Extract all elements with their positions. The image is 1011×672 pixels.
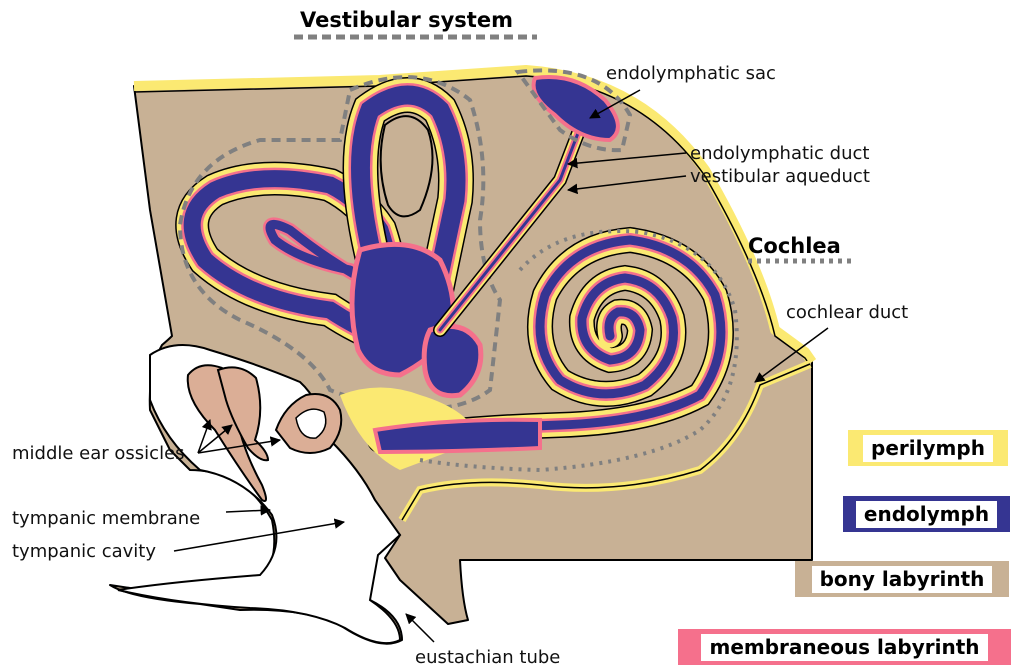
- arrow-tympanic-membrane: [226, 510, 270, 512]
- vestibular-system-title: Vestibular system: [300, 8, 513, 32]
- arrow-eustachian-tube: [406, 614, 434, 642]
- label-endolymphatic-sac: endolymphatic sac: [606, 63, 776, 84]
- saccule: [424, 326, 481, 395]
- legend-perilymph: perilymph: [848, 430, 1008, 466]
- label-endolymphatic-duct: endolymphatic duct: [690, 143, 869, 164]
- label-cochlear-duct: cochlear duct: [786, 302, 908, 323]
- label-middle-ear-ossicles: middle ear ossicles: [12, 443, 185, 464]
- legend-endolymph: endolymph: [843, 496, 1010, 532]
- legend-bony-labyrinth-label: bony labyrinth: [812, 566, 993, 593]
- legend-bony-labyrinth: bony labyrinth: [795, 561, 1009, 597]
- label-eustachian-tube: eustachian tube: [415, 647, 560, 668]
- legend-membraneous-labyrinth: membraneous labyrinth: [678, 629, 1011, 665]
- label-tympanic-cavity: tympanic cavity: [12, 541, 156, 562]
- cochlea-title: Cochlea: [748, 234, 841, 258]
- legend-endolymph-label: endolymph: [856, 501, 997, 528]
- label-vestibular-aqueduct: vestibular aqueduct: [690, 166, 870, 187]
- label-tympanic-membrane: tympanic membrane: [12, 508, 200, 529]
- legend-perilymph-label: perilymph: [863, 435, 993, 462]
- legend-membraneous-labyrinth-label: membraneous labyrinth: [701, 634, 987, 661]
